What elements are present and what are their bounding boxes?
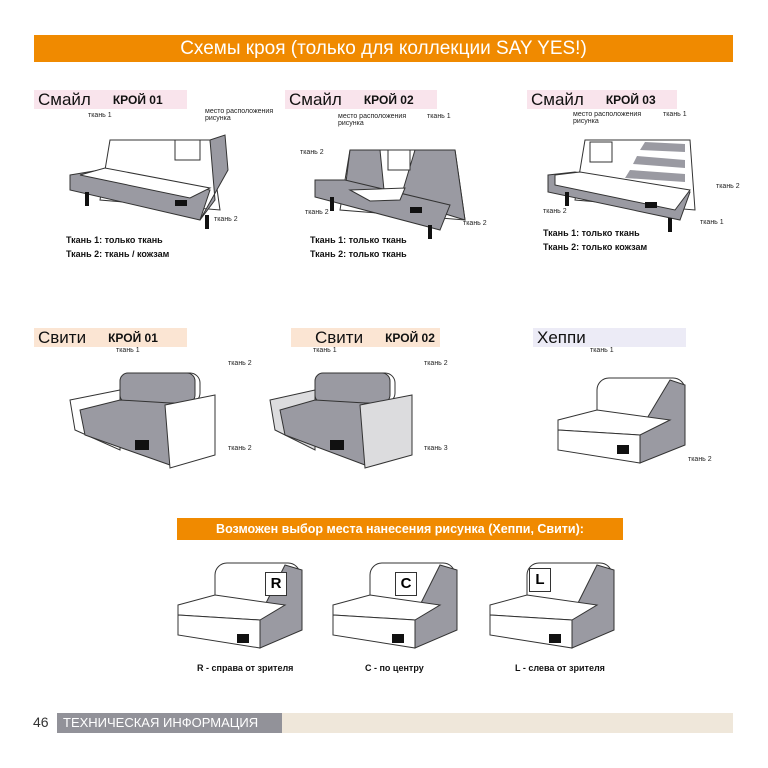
smile-cut01-label: Смайл КРОЙ 01 [34,90,187,109]
fabric-note: ткань 2 [228,360,252,367]
heppy-label: Хеппи [533,328,686,347]
fabric2-note: ткань 2 [543,208,567,215]
sofa-heppy [557,377,686,464]
sofa-svity-02 [269,372,413,469]
placement-r: R [175,560,305,652]
fabric-note: ткань 1 [116,347,140,354]
place-note: место расположения рисунка [205,108,274,122]
cut-name: КРОЙ 03 [605,92,656,107]
placement-letter: C [395,572,417,596]
placement-banner: Возможен выбор места нанесения рисунка (… [177,518,623,540]
placement-caption: R - справа от зрителя [197,663,294,673]
placement-letter: R [265,572,287,596]
legend-line: Ткань 1: только ткань [543,228,640,238]
fabric-note: ткань 2 [228,445,252,452]
placement-caption: С - по центру [365,663,424,673]
fabric-note: ткань 3 [424,445,448,452]
fabric-note: ткань 1 [590,347,614,354]
footer-bar [282,713,733,733]
smile-01-legend: Ткань 1: только ткань Ткань 2: ткань / к… [66,233,169,261]
fabric1-note: ткань 1 [427,113,451,120]
placement-c: C [330,560,460,652]
svity-cut01-label: Свити КРОЙ 01 [34,328,187,347]
cut-name: КРОЙ 02 [385,330,435,345]
fabric2-note: ткань 2 [214,216,238,223]
placement-caption: L - слева от зрителя [515,663,605,673]
sofa-smile-03 [547,139,696,232]
footer-section: ТЕХНИЧЕСКАЯ ИНФОРМАЦИЯ [57,713,282,733]
sofa-smile-01 [69,134,229,229]
placement-letter: L [529,568,551,592]
legend-line: Ткань 2: ткань / кожзам [66,249,170,259]
fabric2-note: ткань 2 [463,220,487,227]
fabric2-note: ткань 2 [716,183,740,190]
page-title: Схемы кроя (только для коллекции SAY YES… [34,35,733,62]
fabric1-note: ткань 1 [88,112,112,119]
place-note: место расположения рисунка [573,111,642,125]
model-name: Свити [38,327,87,347]
legend-line: Ткань 1: только ткань [310,235,407,245]
fabric-note: ткань 1 [313,347,337,354]
model-name: Свити [315,327,364,347]
fabric-note: ткань 2 [424,360,448,367]
model-name: Хеппи [537,327,586,347]
smile-cut03-label: Смайл КРОЙ 03 [527,90,677,109]
legend-line: Ткань 1: только ткань [66,235,163,245]
fabric1-note: ткань 1 [663,111,687,118]
cut-name: КРОЙ 02 [363,92,414,107]
model-name: Смайл [289,89,342,109]
place-note: место расположения рисунка [338,113,407,127]
page-number: 46 [33,714,49,730]
sofa-smile-02 [314,149,466,239]
sofa-svity-01 [69,372,216,469]
sofa-placement-l [489,562,615,649]
model-name: Смайл [531,89,584,109]
fabric2-note: ткань 2 [300,149,324,156]
legend-line: Ткань 2: только ткань [310,249,407,259]
cut-name: КРОЙ 01 [112,92,163,107]
svity-cut02-label: Свити КРОЙ 02 [291,328,440,347]
model-name: Смайл [38,89,91,109]
smile-cut02-label: Смайл КРОЙ 02 [285,90,437,109]
fabric-note: ткань 2 [688,456,712,463]
fabric2-note: ткань 2 [305,209,329,216]
placement-l: L [487,560,617,652]
fabric1-note: ткань 1 [700,219,724,226]
smile-02-legend: Ткань 1: только ткань Ткань 2: только тк… [310,233,407,261]
legend-line: Ткань 2: только кожзам [543,242,648,252]
cut-name: КРОЙ 01 [108,330,158,345]
smile-03-legend: Ткань 1: только ткань Ткань 2: только ко… [543,226,647,254]
